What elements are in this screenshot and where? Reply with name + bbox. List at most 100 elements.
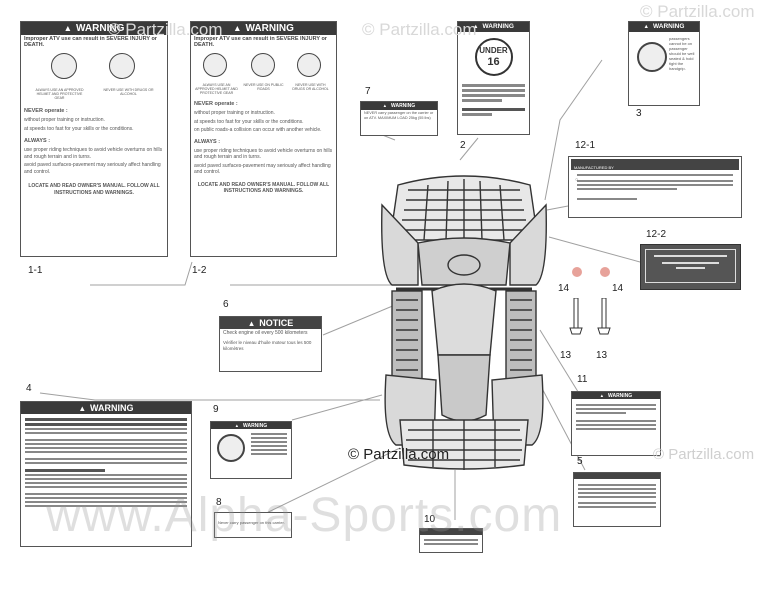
label-1-2-icon-caption-3: NEVER USE WITH DRUGS OR ALCOHOL xyxy=(292,83,329,91)
label-1-2-footer: LOCATE AND READ OWNER'S MANUAL. FOLLOW A… xyxy=(197,181,330,195)
label-7-header: WARNING xyxy=(391,103,416,109)
leader-12-1 xyxy=(546,205,569,211)
label-1-2-never-3: on public roads-a collision can occur wi… xyxy=(194,127,322,133)
callout-2: 2 xyxy=(460,140,466,151)
label-1-2-never: NEVER operate : xyxy=(194,101,238,107)
id-plate-12-2 xyxy=(640,244,741,290)
manufacturer-label-12-1: MANUFACTURED BY ○ xyxy=(568,156,742,218)
leader-3 xyxy=(544,59,603,201)
label-1-2-always-1: use proper riding techniques to avoid ve… xyxy=(194,147,333,161)
label-7-text: NEVER carry passenger on the carrier or … xyxy=(364,111,434,120)
label-5 xyxy=(573,472,661,527)
label-8-text: Never carry passenger on this carrier. xyxy=(218,520,285,525)
label-1-2-header: WARNING xyxy=(245,23,294,34)
rivets-13 xyxy=(569,298,611,335)
leader-11 xyxy=(539,329,581,396)
callout-7: 7 xyxy=(365,86,371,97)
warning-label-7: ▲WARNING NEVER carry passenger on the ca… xyxy=(360,101,438,136)
callout-11: 11 xyxy=(577,374,588,385)
label-1-2-icon-caption-1: ALWAYS USE AN APPROVED HELMET AND PROTEC… xyxy=(195,83,238,95)
callout-5: 5 xyxy=(577,456,583,467)
warning-label-11: ▲WARNING xyxy=(571,391,661,456)
label-12-1-header-text: MANUFACTURED BY xyxy=(574,165,614,170)
no-alcohol-icon xyxy=(109,53,135,79)
label-1-2-always-2: avoid paved surfaces-pavement may seriou… xyxy=(194,162,331,176)
watermark-partzilla-1: © Partzilla.com xyxy=(108,20,223,39)
label-1-2-icon-caption-2: NEVER USE ON PUBLIC ROADS xyxy=(243,83,284,91)
label-1-1-always: ALWAYS : xyxy=(24,138,51,144)
label-6-line2: Vérifier le niveau d'huile moteur tous l… xyxy=(223,340,312,351)
callout-10: 10 xyxy=(424,514,436,525)
label-9-header: WARNING xyxy=(243,423,268,429)
label-1-1-never-1: without proper training or instruction. xyxy=(24,117,105,123)
watermark-partzilla-3: © Partzilla.com xyxy=(640,2,755,21)
leader-4 xyxy=(39,392,380,401)
label-3-header: WARNING xyxy=(653,23,685,30)
passenger-prohibited-icon xyxy=(637,42,667,72)
watermark-partzilla-right: © Partzilla.com xyxy=(653,446,755,463)
label-1-2-lead: Improper ATV use can result in SEVERE IN… xyxy=(194,36,327,48)
label-1-2-never-2: at speeds too fast for your skills or th… xyxy=(194,118,304,125)
disc-14-left xyxy=(572,267,582,277)
label-10 xyxy=(419,528,483,553)
watermark-alpha-sports: www.Alpha-Sports.com xyxy=(46,489,563,542)
label-1-1-always-2: avoid paved surfaces-pavement may seriou… xyxy=(24,162,161,175)
label-3-text: passengers cannot be on passenger should… xyxy=(669,36,695,71)
callout-12-2: 12-2 xyxy=(646,229,667,240)
bullet-icon: ○ xyxy=(575,177,579,183)
callout-9: 9 xyxy=(213,404,219,415)
callout-13-left: 13 xyxy=(560,350,572,361)
callout-12-1: 12-1 xyxy=(575,140,596,151)
no-road-icon xyxy=(251,53,275,77)
helmet-icon xyxy=(51,53,77,79)
helmet-icon xyxy=(203,53,227,77)
label-1-1-icon-caption-1: ALWAYS USE AN APPROVED HELMET AND PROTEC… xyxy=(35,88,84,100)
under-badge-number: 16 xyxy=(487,56,500,68)
leader-1-1 xyxy=(90,261,193,286)
label-1-1-never: NEVER operate : xyxy=(24,108,68,114)
label-11-header: WARNING xyxy=(608,393,633,399)
under-16-badge: UNDER 16 xyxy=(474,38,513,76)
under-badge-top: UNDER xyxy=(479,46,508,55)
callout-14-right: 14 xyxy=(612,283,624,294)
label-2-header: WARNING xyxy=(482,23,514,30)
label-1-1-always-1: use proper riding techniques to avoid ve… xyxy=(24,147,163,160)
callout-1-2: 1-2 xyxy=(192,265,207,276)
callout-14-left: 14 xyxy=(558,283,570,294)
leader-12-2 xyxy=(548,236,641,263)
leader-9 xyxy=(291,394,383,421)
label-1-1-footer: LOCATE AND READ OWNER'S MANUAL. FOLLOW A… xyxy=(28,183,160,196)
callout-4: 4 xyxy=(26,383,32,394)
label-6-header: NOTICE xyxy=(259,318,294,328)
leader-6 xyxy=(322,304,396,336)
label-4-header: WARNING xyxy=(90,403,134,413)
label-1-2-never-1: without proper training or instruction. xyxy=(194,110,275,116)
notice-label-6: ▲NOTICE Check engine oil every 500 kilom… xyxy=(219,316,322,372)
callout-13-right: 13 xyxy=(596,350,608,361)
callout-3: 3 xyxy=(636,108,642,119)
warning-label-3: ▲WARNING passengers cannot be on passeng… xyxy=(628,21,700,106)
atv-top-view xyxy=(381,175,547,470)
leader-8 xyxy=(251,447,401,521)
warning-label-1-2: ▲WARNING Improper ATV use can result in … xyxy=(190,21,337,257)
callout-6: 6 xyxy=(223,299,229,310)
warning-label-9: ▲WARNING xyxy=(210,421,292,479)
warning-label-4: ▲WARNING xyxy=(20,401,192,547)
warning-label-2: ▲WARNING UNDER 16 xyxy=(457,21,530,135)
label-1-1-lead: Improper ATV use can result in SEVERE IN… xyxy=(24,36,157,48)
no-alcohol-icon xyxy=(297,53,321,77)
label-1-1-never-2: at speeds too fast for your skills or th… xyxy=(24,125,134,132)
callout-8: 8 xyxy=(216,497,222,508)
disc-14-right xyxy=(600,267,610,277)
callout-1-1: 1-1 xyxy=(28,265,43,276)
label-6-line1: Check engine oil every 500 kilometers xyxy=(223,330,308,336)
label-1-2-always: ALWAYS : xyxy=(194,138,221,145)
watermark-partzilla-center: © Partzilla.com xyxy=(348,446,450,463)
label-1-1-icon-caption-2: NEVER USE WITH DRUGS OR ALCOHOL xyxy=(103,88,154,96)
leader-2 xyxy=(459,137,479,161)
warning-label-1-1: ▲WARNING Improper ATV use can result in … xyxy=(20,21,168,257)
label-8: Never carry passenger on this carrier. xyxy=(214,512,292,538)
no-riding-icon xyxy=(217,434,245,462)
watermark-partzilla-2: © Partzilla.com xyxy=(362,20,477,39)
